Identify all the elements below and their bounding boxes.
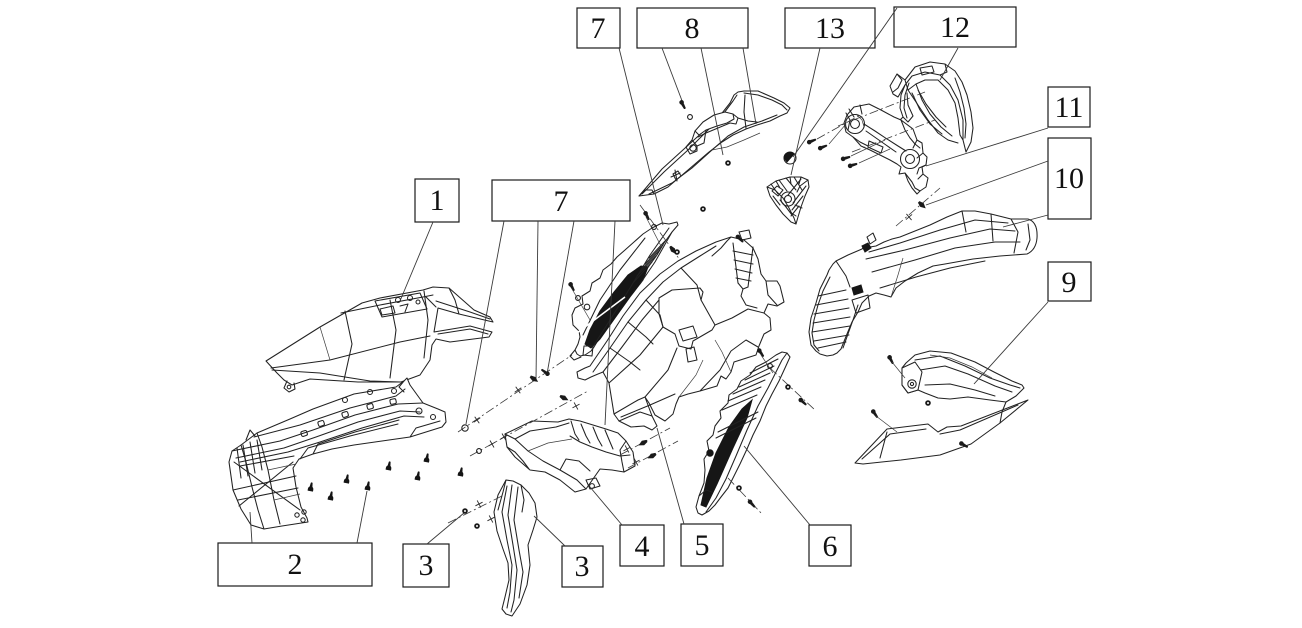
svg-text:8: 8 xyxy=(685,12,700,45)
svg-text:3: 3 xyxy=(419,549,434,582)
svg-text:12: 12 xyxy=(940,11,970,44)
svg-text:6: 6 xyxy=(823,530,838,563)
svg-text:4: 4 xyxy=(635,530,650,563)
svg-text:11: 11 xyxy=(1055,91,1084,124)
svg-text:2: 2 xyxy=(288,548,303,581)
svg-text:10: 10 xyxy=(1054,162,1084,195)
svg-text:3: 3 xyxy=(575,550,590,583)
svg-text:13: 13 xyxy=(815,12,845,45)
svg-text:7: 7 xyxy=(591,12,606,45)
svg-text:5: 5 xyxy=(695,529,710,562)
svg-text:9: 9 xyxy=(1062,266,1077,299)
svg-text:1: 1 xyxy=(430,184,445,217)
svg-text:7: 7 xyxy=(554,185,569,218)
